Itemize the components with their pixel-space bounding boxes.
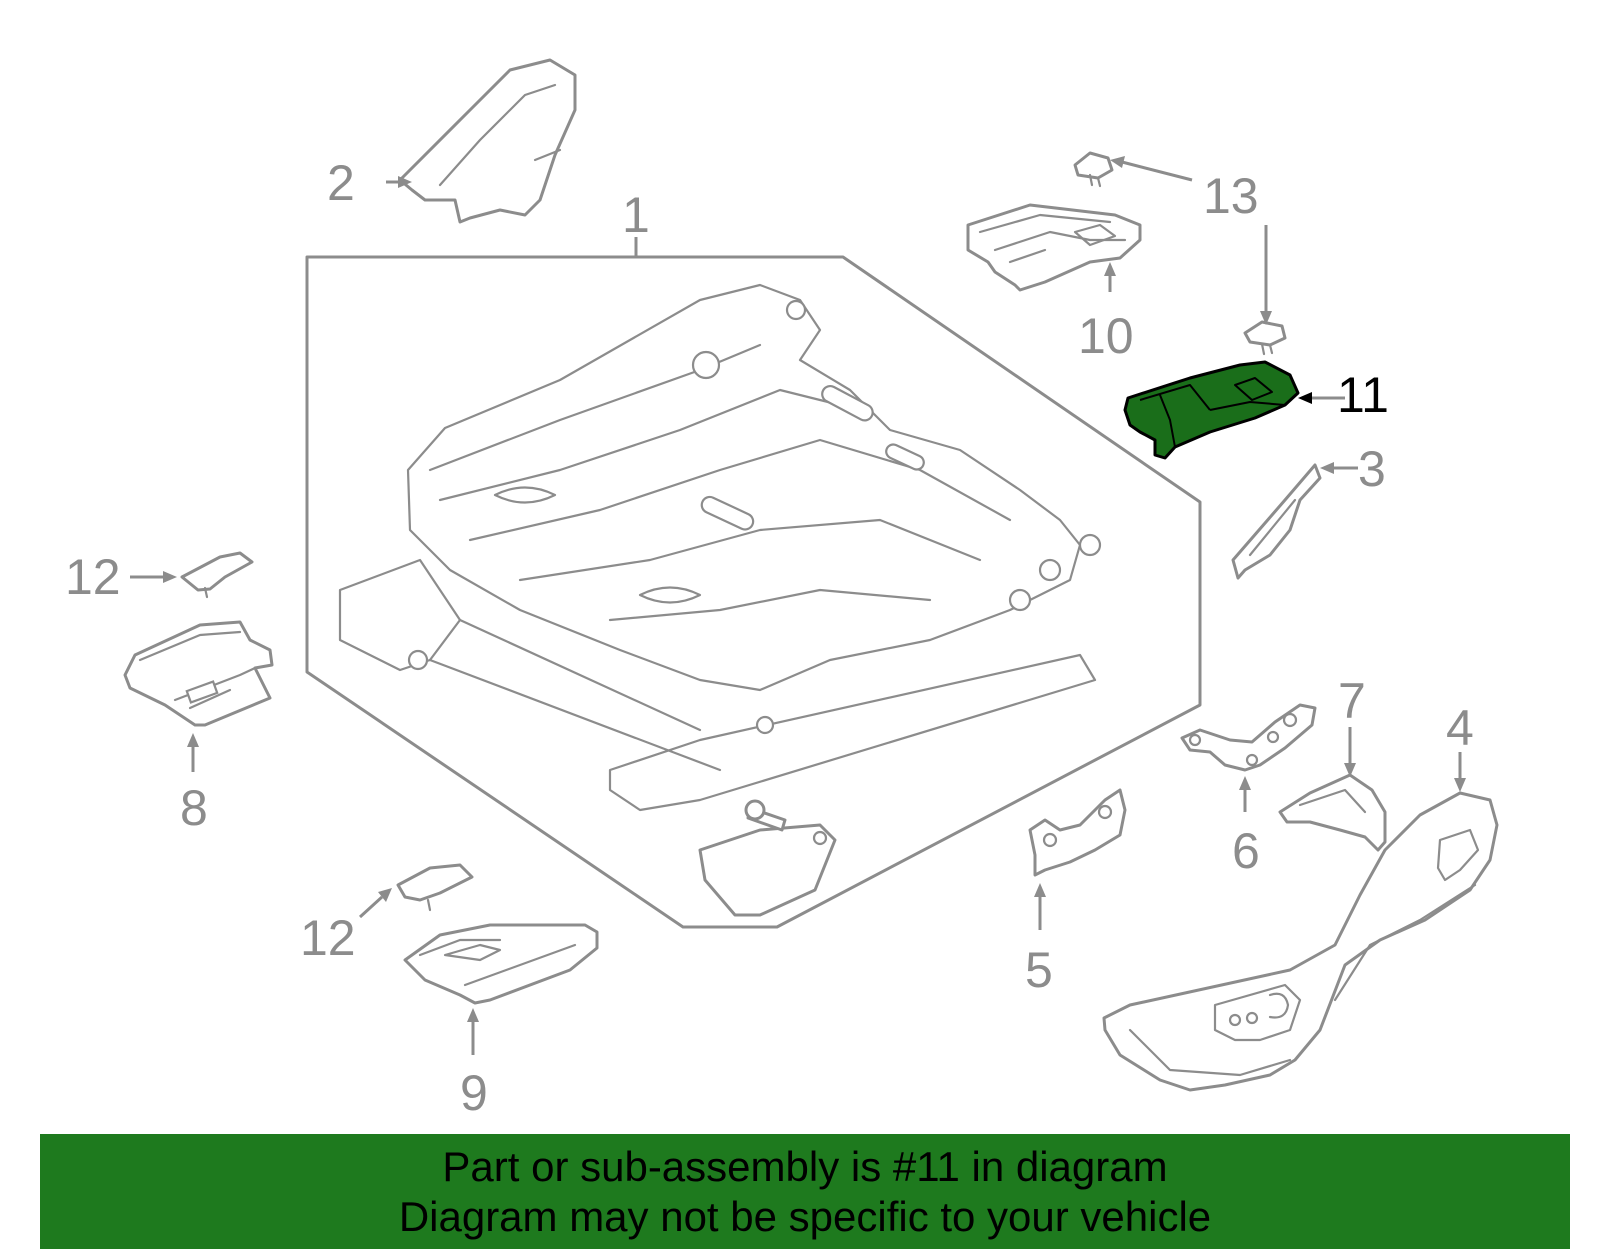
callout-labels: 1 2 13 10 11 3 12 8 12 9 5 6 7 4 xyxy=(65,155,1474,1121)
banner-line-2: Diagram may not be specific to your vehi… xyxy=(398,1193,1212,1240)
part-8-cover[interactable] xyxy=(123,620,274,727)
part-12-clip-bottom[interactable] xyxy=(396,863,474,912)
part-2-trim[interactable] xyxy=(398,58,577,224)
callout-12-left: 12 xyxy=(65,549,121,605)
callout-9: 9 xyxy=(460,1065,488,1121)
callout-3: 3 xyxy=(1358,441,1386,497)
callout-5: 5 xyxy=(1025,942,1053,998)
part-10-cover[interactable] xyxy=(966,203,1142,292)
seat-frame-enclosure xyxy=(305,255,1202,929)
part-5-bracket[interactable] xyxy=(1028,788,1127,877)
banner-line-1: Part or sub-assembly is #11 in diagram xyxy=(442,1143,1168,1190)
part-11-highlighted[interactable] xyxy=(1123,360,1300,460)
callout-6: 6 xyxy=(1232,823,1260,879)
part-7-cover[interactable] xyxy=(1278,773,1387,852)
part-13-clip-upper[interactable] xyxy=(1073,151,1114,188)
part-9-cover[interactable] xyxy=(403,923,599,1005)
callout-10: 10 xyxy=(1078,308,1134,364)
info-banner: Part or sub-assembly is #11 in diagram D… xyxy=(40,1134,1570,1249)
callout-2: 2 xyxy=(327,155,355,211)
callout-1: 1 xyxy=(622,187,650,243)
callout-4: 4 xyxy=(1446,700,1474,756)
part-13-clip-lower[interactable] xyxy=(1243,320,1287,356)
part-12-clip-left[interactable] xyxy=(180,551,254,599)
part-1-seat-frame[interactable] xyxy=(305,255,1202,929)
callout-12-bottom: 12 xyxy=(300,910,356,966)
part-4-side-shield[interactable] xyxy=(1102,791,1499,1092)
callout-13: 13 xyxy=(1203,168,1259,224)
part-6-bracket[interactable] xyxy=(1180,703,1317,772)
leader-lines xyxy=(130,156,1466,1055)
callout-8: 8 xyxy=(180,780,208,836)
callout-11: 11 xyxy=(1337,367,1389,423)
callout-7: 7 xyxy=(1338,673,1366,729)
part-3-bracket[interactable] xyxy=(1231,463,1322,580)
